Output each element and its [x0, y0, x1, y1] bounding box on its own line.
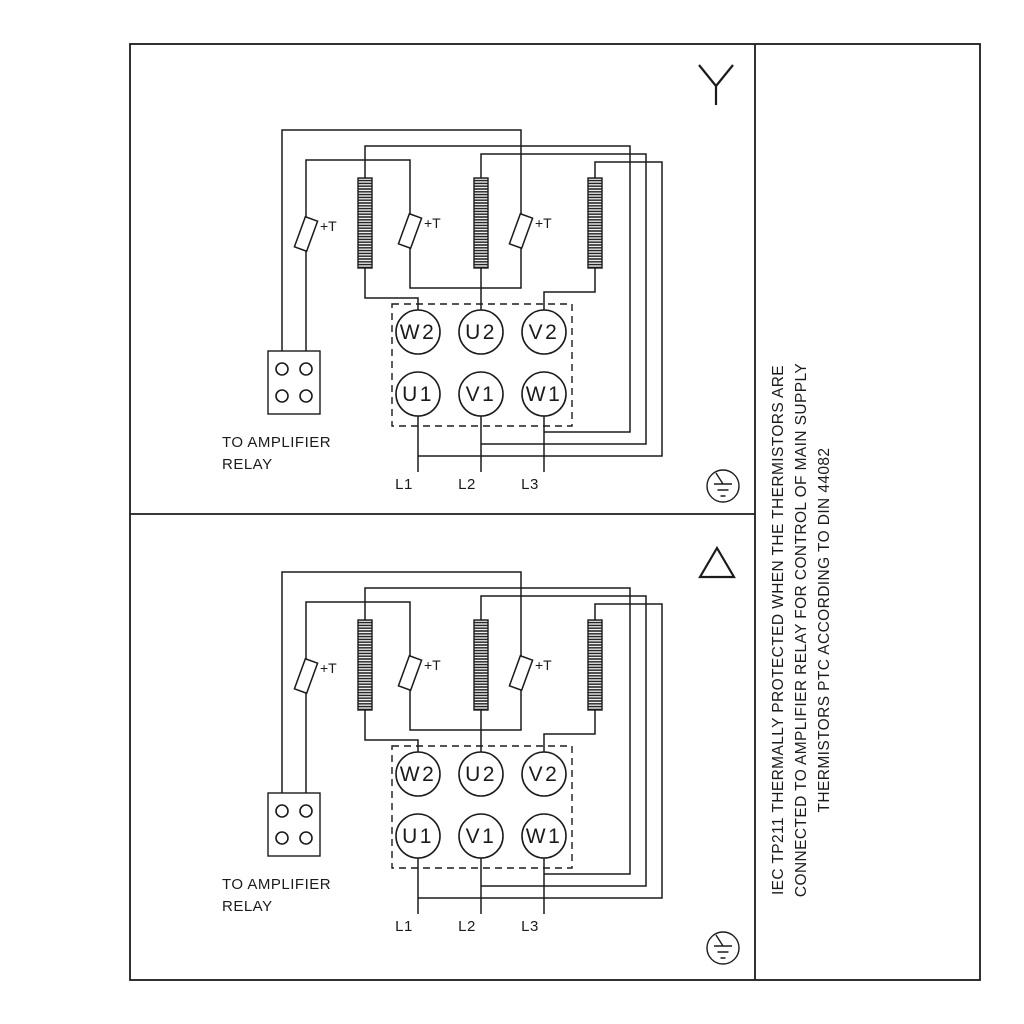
delta-panel: +T +T +T W2 U2 V2 U1 V1 W1 TO AMPLIFIER … — [222, 545, 740, 965]
relay-caption-line1: TO AMPLIFIER — [222, 876, 331, 893]
terminal-label-v2: V2 — [529, 321, 560, 344]
terminal-label-u1: U1 — [402, 383, 434, 406]
terminal-label-u2: U2 — [465, 763, 497, 786]
mains-label-l2: L2 — [458, 918, 476, 935]
terminal-label-w1: W1 — [526, 383, 563, 406]
mains-label-l2: L2 — [458, 476, 476, 493]
mains-label-l3: L3 — [521, 476, 539, 493]
wye-icon — [698, 64, 734, 105]
terminal-label-w2: W2 — [400, 321, 437, 344]
terminal-label-v1: V1 — [466, 383, 497, 406]
sidebar-note-line1: IEC TP211 THERMALLY PROTECTED WHEN THE T… — [770, 365, 787, 895]
terminal-label-u1: U1 — [402, 825, 434, 848]
terminal-label-v1: V1 — [466, 825, 497, 848]
sidebar-note-line2: CONNECTED TO AMPLIFIER RELAY FOR CONTROL… — [793, 363, 810, 897]
relay-caption-line1: TO AMPLIFIER — [222, 434, 331, 451]
earth-icon — [706, 931, 740, 965]
thermistor-label: +T — [320, 218, 337, 234]
thermistor-label: +T — [320, 660, 337, 676]
mains-label-l1: L1 — [395, 476, 413, 493]
star-panel-wiring — [267, 129, 663, 473]
terminal-label-u2: U2 — [465, 321, 497, 344]
earth-icon — [706, 469, 740, 503]
thermistor-label: +T — [535, 657, 552, 673]
delta-icon — [698, 545, 736, 579]
delta-panel-wiring — [267, 571, 663, 915]
thermistor-label: +T — [424, 215, 441, 231]
star-panel: +T +T +T W2 U2 V2 U1 V1 W1 TO AMPLIFIER … — [222, 64, 740, 503]
mains-label-l3: L3 — [521, 918, 539, 935]
terminal-label-w2: W2 — [400, 763, 437, 786]
terminal-label-w1: W1 — [526, 825, 563, 848]
sheet-border — [129, 43, 981, 981]
terminal-label-v2: V2 — [529, 763, 560, 786]
thermistor-label: +T — [424, 657, 441, 673]
sidebar-note-line3: THERMISTORS PTC ACCORDING TO DIN 44082 — [816, 448, 833, 813]
relay-caption-line2: RELAY — [222, 456, 273, 473]
thermistor-label: +T — [535, 215, 552, 231]
relay-caption-line2: RELAY — [222, 898, 273, 915]
mains-label-l1: L1 — [395, 918, 413, 935]
sidebar-note: IEC TP211 THERMALLY PROTECTED WHEN THE T… — [770, 363, 833, 897]
